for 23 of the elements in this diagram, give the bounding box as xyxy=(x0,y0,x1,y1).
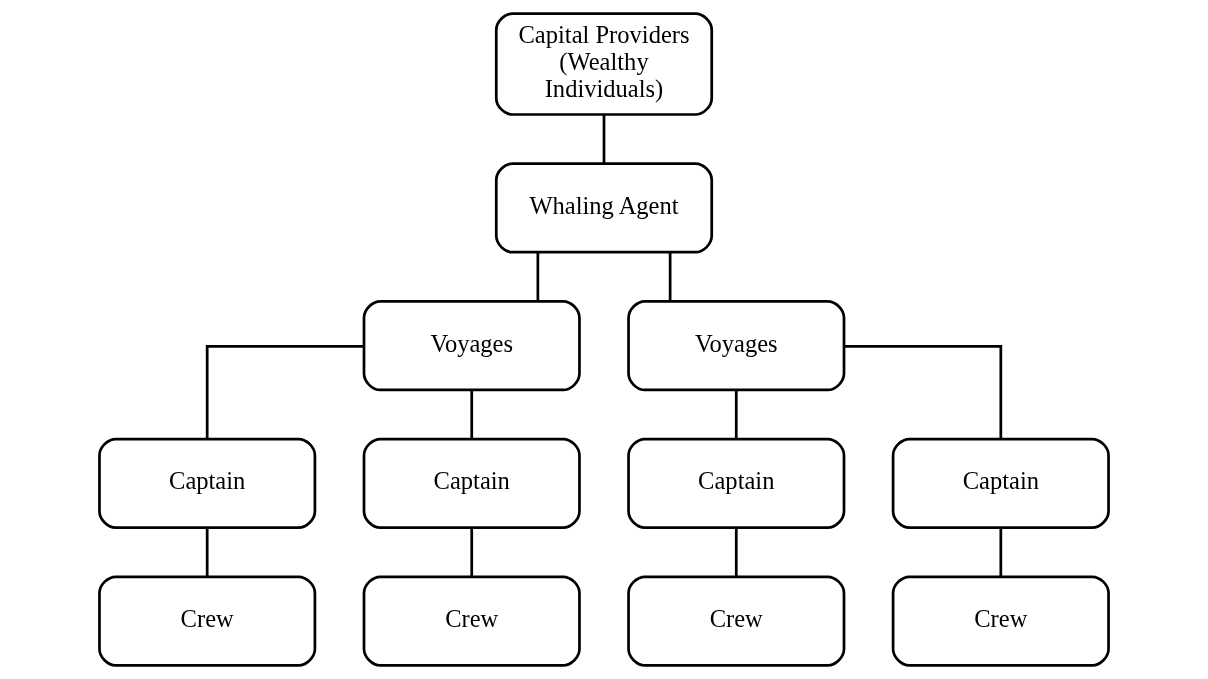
node-box: Captain xyxy=(362,437,581,530)
node-box: Capital Providers (Wealthy Individuals) xyxy=(494,12,714,116)
node-box: Captain xyxy=(98,437,317,530)
node-box: Crew xyxy=(98,575,317,667)
connector xyxy=(205,344,364,439)
connector xyxy=(844,344,1003,439)
connector xyxy=(205,527,209,577)
connector xyxy=(734,527,738,577)
node-box: Voyages xyxy=(362,299,581,392)
node-box: Crew xyxy=(362,575,581,667)
connector xyxy=(999,527,1003,577)
node-box: Captain xyxy=(891,437,1110,530)
connector xyxy=(668,252,672,301)
connector xyxy=(470,389,474,439)
connector xyxy=(734,389,738,439)
node-box: Whaling Agent xyxy=(494,162,714,254)
node-box: Crew xyxy=(627,575,846,667)
node-box: Captain xyxy=(627,437,846,530)
node-box: Voyages xyxy=(627,299,846,392)
node-box: Crew xyxy=(891,575,1110,667)
connector xyxy=(470,527,474,577)
connector xyxy=(536,252,540,301)
connector xyxy=(602,114,606,164)
